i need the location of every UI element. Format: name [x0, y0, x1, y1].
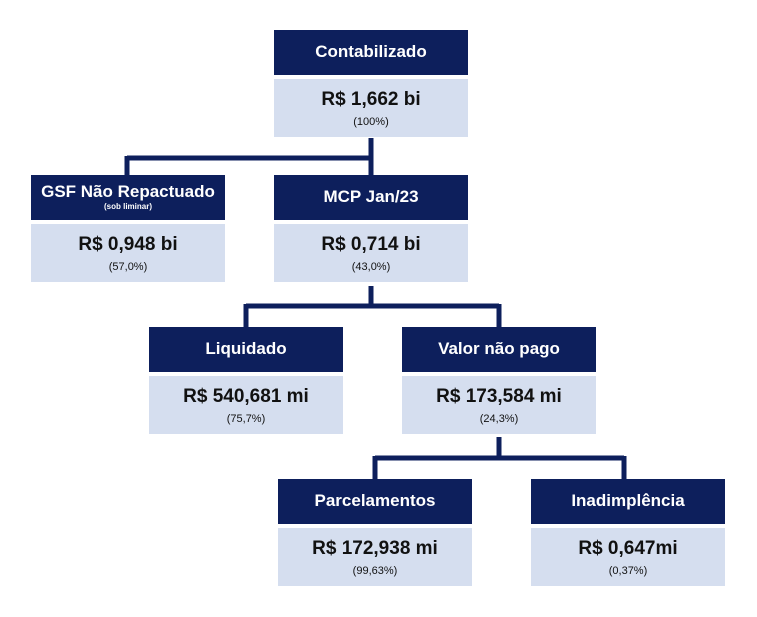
node-liquidado-value: R$ 540,681 mi — [183, 385, 309, 407]
node-gsf-subtitle: (sob liminar) — [103, 202, 152, 212]
node-valor-nao-pago-value: R$ 173,584 mi — [436, 385, 562, 407]
node-gsf-title: GSF Não Repactuado — [41, 181, 215, 201]
node-gsf-body: R$ 0,948 bi (57,0%) — [31, 224, 225, 282]
node-contabilizado-body: R$ 1,662 bi (100%) — [274, 79, 468, 137]
node-valor-nao-pago-body: R$ 173,584 mi (24,3%) — [402, 376, 596, 434]
node-valor-nao-pago-pct: (24,3%) — [479, 412, 519, 425]
node-mcp-value: R$ 0,714 bi — [321, 233, 421, 255]
node-parcelamentos-value: R$ 172,938 mi — [312, 537, 438, 559]
node-contabilizado-title: Contabilizado — [315, 42, 427, 62]
node-mcp-header: MCP Jan/23 — [274, 175, 468, 220]
node-liquidado-body: R$ 540,681 mi (75,7%) — [149, 376, 343, 434]
node-liquidado-title: Liquidado — [205, 339, 287, 359]
node-gsf-value: R$ 0,948 bi — [78, 233, 178, 255]
node-inadimplencia-title: Inadimplência — [571, 491, 685, 511]
node-liquidado-header: Liquidado — [149, 327, 343, 372]
connector-mcp — [243, 286, 502, 327]
node-parcelamentos-pct: (99,63%) — [352, 564, 398, 577]
node-mcp-body: R$ 0,714 bi (43,0%) — [274, 224, 468, 282]
node-liquidado-pct: (75,7%) — [226, 412, 266, 425]
node-parcelamentos: Parcelamentos R$ 172,938 mi (99,63%) — [278, 479, 472, 586]
node-mcp-pct: (43,0%) — [351, 260, 391, 273]
node-contabilizado-header: Contabilizado — [274, 30, 468, 75]
node-mcp-title: MCP Jan/23 — [323, 187, 419, 207]
node-gsf-header: GSF Não Repactuado (sob liminar) — [31, 175, 225, 220]
node-inadimplencia-pct: (0,37%) — [608, 564, 648, 577]
node-parcelamentos-header: Parcelamentos — [278, 479, 472, 524]
node-inadimplencia-value: R$ 0,647mi — [578, 537, 678, 559]
node-liquidado: Liquidado R$ 540,681 mi (75,7%) — [149, 327, 343, 434]
node-gsf-pct: (57,0%) — [108, 260, 148, 273]
node-gsf: GSF Não Repactuado (sob liminar) R$ 0,94… — [31, 175, 225, 282]
node-contabilizado-value: R$ 1,662 bi — [321, 88, 421, 110]
node-valor-nao-pago-header: Valor não pago — [402, 327, 596, 372]
node-inadimplencia-body: R$ 0,647mi (0,37%) — [531, 528, 725, 586]
node-contabilizado: Contabilizado R$ 1,662 bi (100%) — [274, 30, 468, 137]
node-contabilizado-pct: (100%) — [353, 115, 389, 128]
node-parcelamentos-body: R$ 172,938 mi (99,63%) — [278, 528, 472, 586]
node-inadimplencia: Inadimplência R$ 0,647mi (0,37%) — [531, 479, 725, 586]
node-valor-nao-pago: Valor não pago R$ 173,584 mi (24,3%) — [402, 327, 596, 434]
node-valor-nao-pago-title: Valor não pago — [438, 339, 560, 359]
connector-contabilizado — [124, 138, 374, 175]
node-mcp: MCP Jan/23 R$ 0,714 bi (43,0%) — [274, 175, 468, 282]
connector-valor-nao-pago — [372, 437, 627, 479]
node-inadimplencia-header: Inadimplência — [531, 479, 725, 524]
node-parcelamentos-title: Parcelamentos — [314, 491, 436, 511]
